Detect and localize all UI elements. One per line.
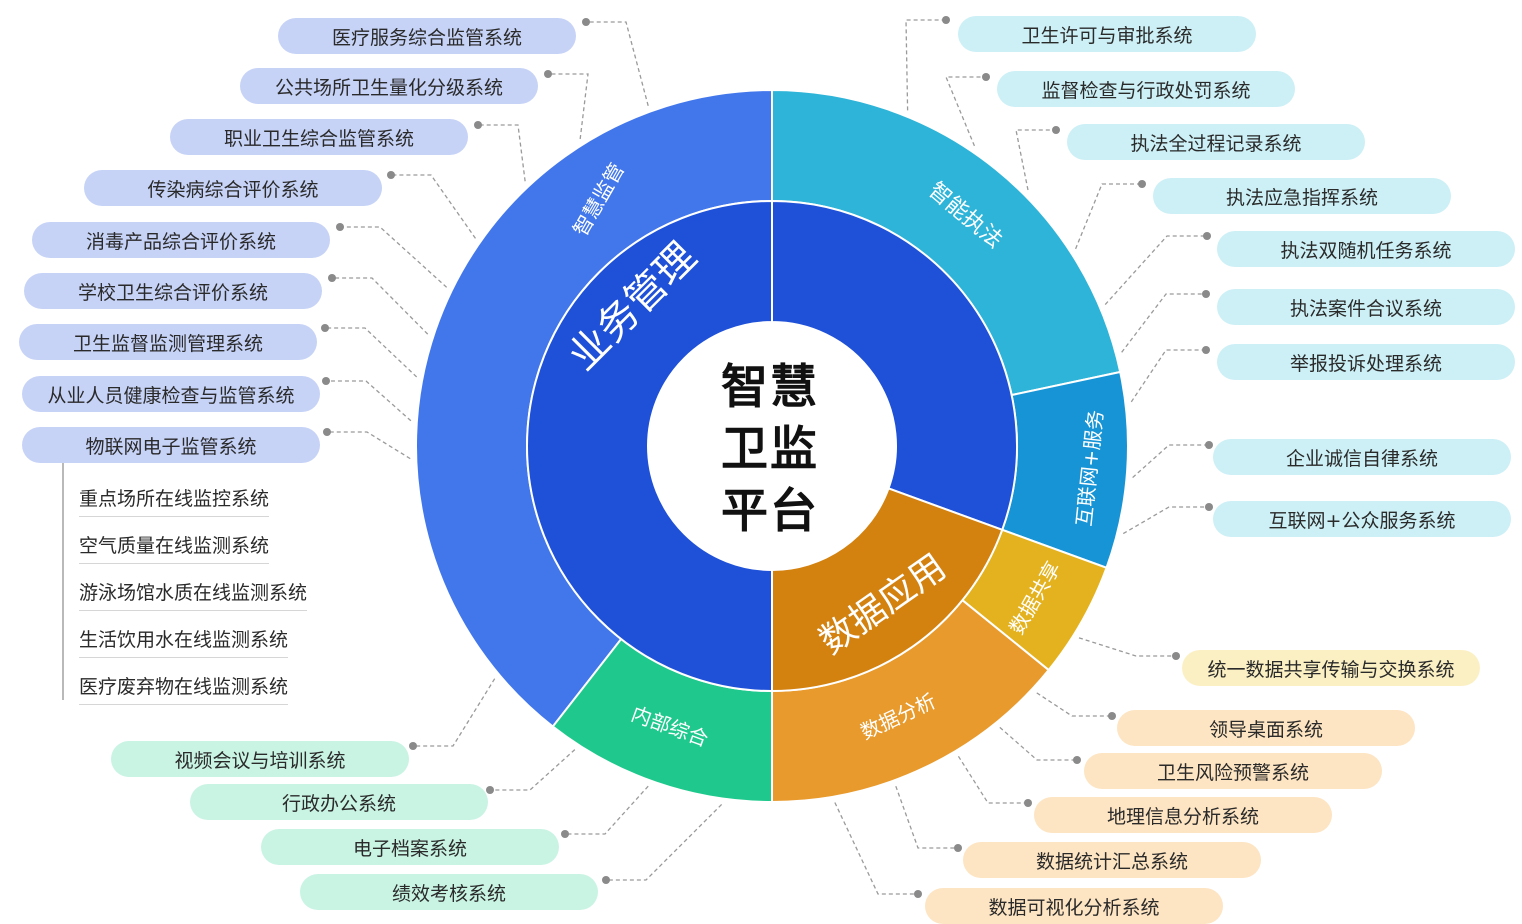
connector-dot	[544, 70, 552, 78]
connector-dot	[1073, 756, 1081, 764]
system-emergency-command[interactable]: 执法应急指挥系统	[1153, 178, 1451, 214]
connector-line	[1074, 183, 1142, 250]
iot-subsystem-line	[62, 463, 64, 700]
connector-line	[1036, 692, 1112, 717]
system-whole-process-record[interactable]: 执法全过程记录系统	[1067, 124, 1365, 160]
connector-line	[999, 726, 1077, 761]
connector-dot	[321, 324, 329, 332]
system-risk-warning[interactable]: 卫生风险预警系统	[1084, 753, 1382, 789]
connector-dot	[602, 876, 610, 884]
connector-dot	[1108, 712, 1116, 720]
connector-line	[945, 76, 986, 147]
connector-line	[565, 785, 649, 835]
iot-subsystem-drinking-water[interactable]: 生活饮用水在线监测系统	[79, 625, 289, 658]
center-title-line2: 卫监	[721, 422, 819, 477]
system-gis-analysis[interactable]: 地理信息分析系统	[1034, 797, 1332, 833]
connector-dot	[1172, 652, 1180, 660]
connector-dot	[1202, 346, 1210, 354]
connector-dot	[1203, 232, 1211, 240]
system-iot-supervision[interactable]: 物联网电子监管系统	[22, 427, 320, 463]
connector-dot	[561, 830, 569, 838]
system-statistics-summary[interactable]: 数据统计汇总系统	[963, 842, 1261, 878]
connector-dot	[1138, 180, 1146, 188]
connector-dot	[409, 742, 417, 750]
iot-subsystem-key-places[interactable]: 重点场所在线监控系统	[79, 484, 270, 517]
system-license-approval[interactable]: 卫生许可与审批系统	[958, 16, 1256, 52]
connector-dot	[387, 171, 395, 179]
system-occupational-health[interactable]: 职业卫生综合监管系统	[170, 119, 468, 155]
center-title: 智慧 卫监 平台	[694, 357, 846, 543]
iot-subsystem-air-quality[interactable]: 空气质量在线监测系统	[79, 531, 270, 564]
connector-dot	[323, 428, 331, 436]
connector-dot	[336, 223, 344, 231]
connector-dot	[1202, 290, 1210, 298]
system-double-random-tasks[interactable]: 执法双随机任务系统	[1217, 231, 1515, 267]
connector-line	[548, 73, 589, 140]
system-electronic-archive[interactable]: 电子档案系统	[261, 829, 559, 865]
system-employee-health[interactable]: 从业人员健康检查与监管系统	[22, 376, 320, 412]
system-leader-desktop[interactable]: 领导桌面系统	[1117, 710, 1415, 746]
center-title-line1: 智慧	[721, 360, 819, 415]
system-medical-service[interactable]: 医疗服务综合监管系统	[278, 18, 576, 54]
system-complaint-handling[interactable]: 举报投诉处理系统	[1217, 344, 1515, 380]
connector-line	[1122, 506, 1209, 535]
system-public-place[interactable]: 公共场所卫生量化分级系统	[240, 68, 538, 104]
iot-subsystem-swimming-water[interactable]: 游泳场馆水质在线监测系统	[79, 578, 308, 611]
connector-line	[391, 174, 476, 239]
connector-dot	[914, 890, 922, 898]
system-monitoring-management[interactable]: 卫生监督监测管理系统	[19, 324, 317, 360]
connector-dot	[328, 274, 336, 282]
connector-dot	[982, 73, 990, 81]
connector-line	[332, 277, 429, 335]
connector-dot	[942, 16, 950, 24]
system-school-health[interactable]: 学校卫生综合评价系统	[24, 273, 322, 309]
system-disinfection-products[interactable]: 消毒产品综合评价系统	[32, 222, 330, 258]
connector-line	[478, 124, 526, 182]
connector-dot	[1024, 799, 1032, 807]
system-data-visualization[interactable]: 数据可视化分析系统	[925, 888, 1223, 924]
connector-line	[490, 749, 576, 791]
system-video-conference[interactable]: 视频会议与培训系统	[111, 741, 409, 777]
connector-dot	[1052, 126, 1060, 134]
connector-line	[326, 380, 412, 422]
connector-dot	[486, 786, 494, 794]
system-data-exchange[interactable]: 统一数据共享传输与交换系统	[1182, 650, 1480, 686]
connector-line	[327, 431, 411, 460]
connector-line	[340, 226, 448, 288]
connector-lines	[321, 16, 1213, 898]
connector-line	[586, 21, 649, 106]
iot-subsystem-medical-waste[interactable]: 医疗废弃物在线监测系统	[79, 672, 289, 705]
connector-line	[957, 755, 1028, 804]
center-circle	[648, 322, 896, 570]
connector-dot	[1205, 503, 1213, 511]
connector-line	[1078, 637, 1176, 657]
connector-dot	[322, 377, 330, 385]
connector-line	[325, 327, 418, 378]
connector-line	[905, 19, 946, 111]
connector-dot	[1205, 441, 1213, 449]
system-performance-review[interactable]: 绩效考核系统	[300, 874, 598, 910]
connector-line	[413, 678, 496, 747]
rings	[415, 88, 1129, 804]
connector-line	[1132, 444, 1209, 479]
connector-line	[606, 804, 723, 881]
connector-line	[1130, 349, 1206, 403]
system-public-service[interactable]: 互联网+公众服务系统	[1213, 501, 1511, 537]
connector-line	[1121, 293, 1206, 353]
system-infectious-disease[interactable]: 传染病综合评价系统	[84, 170, 382, 206]
connector-dot	[474, 121, 482, 129]
system-inspection-penalty[interactable]: 监督检查与行政处罚系统	[997, 71, 1295, 107]
connector-line	[834, 802, 918, 895]
connector-line	[1104, 235, 1207, 305]
system-office-admin[interactable]: 行政办公系统	[190, 784, 488, 820]
connector-line	[895, 785, 958, 849]
connector-dot	[954, 844, 962, 852]
connector-line	[1015, 129, 1056, 191]
center-title-line3: 平台	[721, 484, 819, 539]
system-case-deliberation[interactable]: 执法案件合议系统	[1217, 289, 1515, 325]
connector-dot	[582, 18, 590, 26]
system-enterprise-integrity[interactable]: 企业诚信自律系统	[1213, 439, 1511, 475]
